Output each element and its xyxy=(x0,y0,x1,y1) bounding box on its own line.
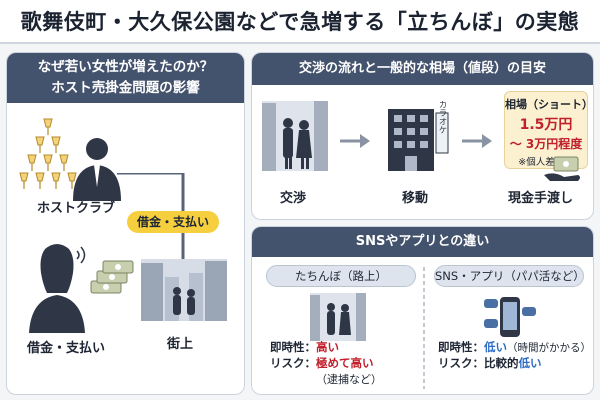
sns-comparison-panel: SNSやアプリとの違い たちんぼ（路上） SNS・アプリ（パパ活など） 即時性：… xyxy=(251,226,594,395)
step-cash-label: 現金手渡し xyxy=(508,191,574,206)
price-high: 〜 3万円程度 xyxy=(509,137,583,151)
column-divider xyxy=(423,267,425,389)
apps-risk-prefix: 比較的 xyxy=(484,356,519,370)
apps-immediacy-label: 即時性： xyxy=(438,340,484,354)
money-stack-icon xyxy=(90,260,134,294)
negotiation-panel-header: 交渉の流れと一般的な相場（値段）の目安 xyxy=(252,53,593,85)
apps-immediacy-value: 低い xyxy=(484,340,507,354)
street-immediacy-value: 高い xyxy=(316,340,339,354)
street-subheading: たちんぼ（路上） xyxy=(266,265,416,287)
cash-handoff-icon xyxy=(544,156,580,181)
phone-chat-icon xyxy=(484,297,536,337)
street-scene-icon xyxy=(141,259,227,321)
apps-subheading: SNS・アプリ（パパ活など） xyxy=(434,265,585,287)
street-risk-value: 極めて高い xyxy=(316,356,374,370)
host-silhouette-icon xyxy=(73,138,121,201)
karaoke-sign-text: カラオケ xyxy=(437,101,447,134)
street-risk-label: リスク： xyxy=(270,356,316,370)
street-label: 街上 xyxy=(167,337,194,352)
debt-payment-pill: 借金・支払い xyxy=(127,211,219,233)
street-immediacy: 即時性：高い xyxy=(270,339,339,355)
sns-panel-header: SNSやアプリとの違い xyxy=(252,227,593,257)
host-debt-panel: なぜ若い女性が増えたのか？ ホスト売掛金問題の影響 ホストクラブ 借金・支払い xyxy=(6,52,245,395)
host-club-label: ホストクラブ xyxy=(37,201,116,216)
champagne-tower-icon xyxy=(19,118,77,189)
apps-immediacy-note: （時間がかかる） xyxy=(507,342,591,354)
apps-risk-value: 低い xyxy=(518,356,542,370)
price-low: 1.5万円 xyxy=(519,117,573,133)
street-couple-icon xyxy=(310,293,366,341)
apps-risk: リスク：比較的低い xyxy=(438,355,542,371)
price-note: ※個人差あり xyxy=(518,157,574,168)
street-risk: リスク：極めて高い xyxy=(270,355,374,371)
negotiation-price-panel: 交渉の流れと一般的な相場（値段）の目安 カラオケ 相場（ショート） 1.5万円 … xyxy=(251,52,594,220)
host-debt-heading-line2: ホスト売掛金問題の影響 xyxy=(51,80,200,96)
price-range-box: 相場（ショート） 1.5万円 〜 3万円程度 ※個人差あり xyxy=(504,91,593,169)
host-debt-panel-header: なぜ若い女性が増えたのか？ ホスト売掛金問題の影響 xyxy=(7,53,244,103)
apps-risk-label: リスク： xyxy=(438,356,484,370)
host-debt-heading-line1: なぜ若い女性が増えたのか？ xyxy=(37,59,214,75)
woman-silhouette-icon xyxy=(29,244,86,333)
debt-label: 借金・支払い xyxy=(27,341,106,356)
step-move-label: 移動 xyxy=(402,191,429,206)
price-heading: 相場（ショート） xyxy=(505,98,593,111)
street-risk-note: （逮捕など） xyxy=(316,373,382,386)
apps-immediacy: 即時性：低い（時間がかかる） xyxy=(438,339,591,355)
arrow-right-icon xyxy=(340,134,370,148)
step-negotiation-label: 交渉 xyxy=(280,191,307,206)
arrow-right-icon xyxy=(462,134,492,148)
negotiation-scene-icon xyxy=(262,101,328,171)
hotel-building-icon: カラオケ xyxy=(388,101,449,171)
page-title: 歌舞伎町・大久保公園などで急増する「立ちんぼ」の実態 xyxy=(0,0,600,44)
street-immediacy-label: 即時性： xyxy=(270,340,316,354)
